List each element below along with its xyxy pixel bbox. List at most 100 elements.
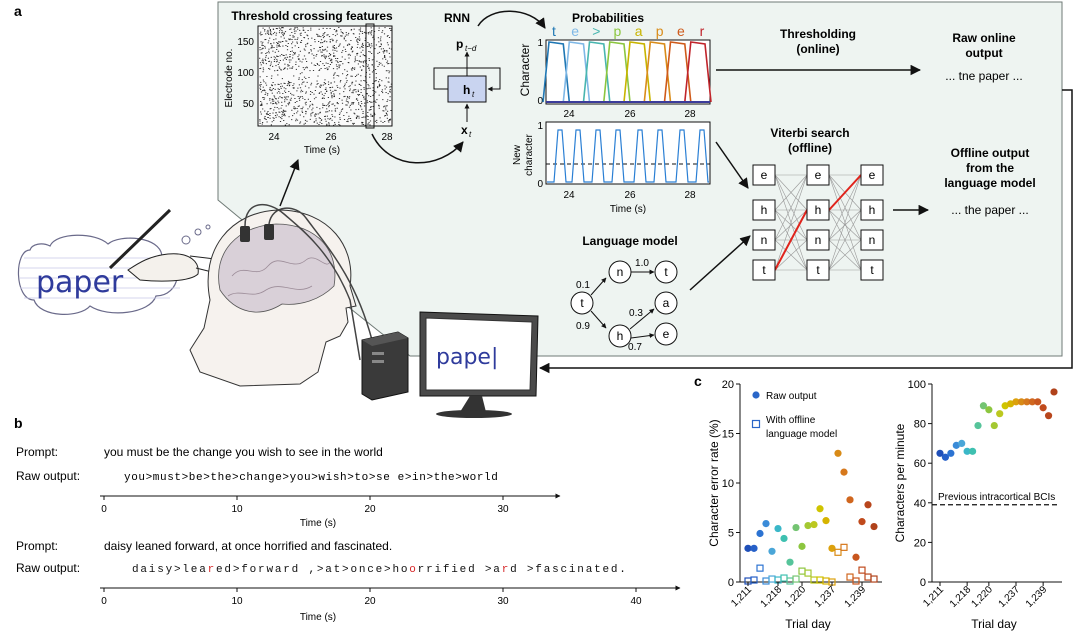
err-point-0-21: [870, 522, 878, 531]
raw2-label: Raw output:: [16, 561, 80, 575]
cpm-xtick-4: 1,239: [1024, 584, 1050, 610]
cpm-point-0-18: [1034, 398, 1042, 406]
legend-lm-label-2: language model: [766, 429, 837, 440]
viterbi-transitions: [774, 174, 862, 271]
raw2-text: daisy>leared>forward ,>at>once>hoorrifie…: [132, 564, 628, 576]
viterbi-node-label-1-t: t: [816, 263, 820, 277]
raw2-part-5: r: [502, 564, 510, 576]
newchar-ylabel-1: New: [512, 144, 523, 165]
lm-node-n-label: n: [617, 265, 624, 279]
err-xtick-1: 1,218: [759, 584, 785, 610]
viterbi-node-label-0-h: h: [761, 203, 768, 217]
prompt1-label: Prompt:: [16, 445, 58, 459]
threshold-title: Threshold crossing features: [231, 9, 393, 23]
viterbi-node-label-1-n: n: [815, 233, 822, 247]
axis2-tick-0: 0: [101, 596, 107, 607]
arrow-output-to-screen: [538, 89, 1073, 374]
viterbi-node-0-h: [752, 199, 776, 221]
err-point-0-8: [792, 523, 800, 532]
head-with-implant: [189, 203, 373, 387]
prob-xtick-28: 28: [684, 109, 696, 120]
cpm-point-0-17: [1028, 398, 1036, 406]
err-point-lm-19: [858, 566, 866, 574]
err-point-lm-21: [870, 575, 878, 583]
legend-raw-label: Raw output: [766, 391, 817, 402]
error-rate-ylabel: Character error rate (%): [707, 419, 721, 546]
rnn-input-sub: t: [469, 130, 472, 139]
raw2-part-1: r: [208, 564, 216, 576]
lm-node-h: [608, 324, 632, 348]
thought-cloud: paper: [17, 208, 241, 315]
error-rate-xlabel: Trial day: [785, 617, 831, 631]
viterbi-node-label-2-n: n: [869, 233, 876, 247]
cpm-point-0-15: [1017, 398, 1026, 406]
raw2-part-2: ed>forward ,>at>once>ho: [216, 564, 409, 576]
newchar-xtick-28: 28: [684, 190, 696, 201]
lm-node-t: [654, 260, 678, 284]
newchar-plot: [545, 121, 711, 185]
rnn-hidden-label: h: [463, 83, 470, 97]
raw2-part-3: o: [409, 564, 417, 576]
err-point-0-12: [816, 505, 824, 513]
raw-online-text: ... tne paper ...: [945, 69, 1022, 83]
err-point-lm-15: [834, 548, 842, 556]
err-xtick-2: 1,220: [783, 584, 809, 610]
lm-prob-1.0: 1.0: [635, 258, 649, 269]
viterbi-node-label-0-e: e: [761, 168, 768, 182]
cpm-ytick-20: 20: [914, 537, 926, 549]
cpm-point-0-5: [963, 447, 971, 455]
err-xtick-4: 1,239: [843, 584, 869, 610]
cpm-ytick-80: 80: [914, 419, 926, 431]
viterbi-node-label-2-e: e: [869, 168, 876, 182]
cpm-point-0-8: [979, 402, 988, 410]
axis2-tick-20: 20: [364, 596, 376, 607]
err-point-0-6: [780, 534, 788, 543]
raw1-text: you>must>be>the>change>you>wish>to>se e>…: [124, 472, 498, 484]
prob-title: Probabilities: [572, 11, 644, 25]
electrode-ylabel: Electrode no.: [224, 49, 235, 108]
viterbi-node-2-n: [860, 229, 884, 251]
rnn-input-label: x: [461, 123, 468, 137]
err-point-0-14: [828, 544, 836, 552]
screen-text: pape|: [436, 345, 498, 370]
cpm-point-0-7: [974, 421, 982, 430]
lm-node-a-label: a: [663, 296, 670, 310]
cpm-points: [936, 388, 1058, 461]
err-point-0-20: [864, 501, 872, 509]
electrode-ytick-50: 50: [243, 99, 255, 110]
err-point-lm-8: [792, 575, 800, 583]
lm-node-n: [608, 260, 632, 284]
axis1-tick-20: 20: [364, 504, 376, 515]
prompt2-label: Prompt:: [16, 539, 58, 553]
cpm-xtick-1: 1,218: [948, 584, 974, 610]
cpm-point-0-11: [996, 410, 1004, 418]
prob-letter-0: t: [552, 23, 556, 39]
cpm-point-0-4: [958, 439, 966, 447]
newchar-ylabel-2: character: [524, 133, 535, 175]
viterbi-node-0-n: [752, 229, 776, 251]
err-point-0-0: [744, 544, 752, 552]
prob-xtick-26: 26: [624, 109, 636, 120]
cpm-point-0-9: [985, 406, 993, 414]
electrode-ytick-100: 100: [237, 68, 254, 79]
err-point-0-5: [774, 524, 782, 533]
err-point-lm-6: [780, 574, 788, 582]
cpm-point-0-1: [941, 453, 950, 461]
arrow-raster-to-rnn: [371, 133, 464, 164]
err-point-0-17: [846, 496, 854, 504]
raw-online-title-2: output: [965, 46, 1002, 60]
err-point-lm-17: [846, 573, 854, 581]
err-ytick-20: 20: [722, 379, 734, 391]
prob-curves: [542, 41, 712, 103]
raster-xtick-26: 26: [325, 132, 337, 143]
lm-node-h-label: h: [617, 329, 624, 343]
err-point-lm-20: [864, 573, 872, 581]
err-point-0-1: [750, 544, 758, 552]
viterbi-title-2: (offline): [788, 141, 832, 155]
